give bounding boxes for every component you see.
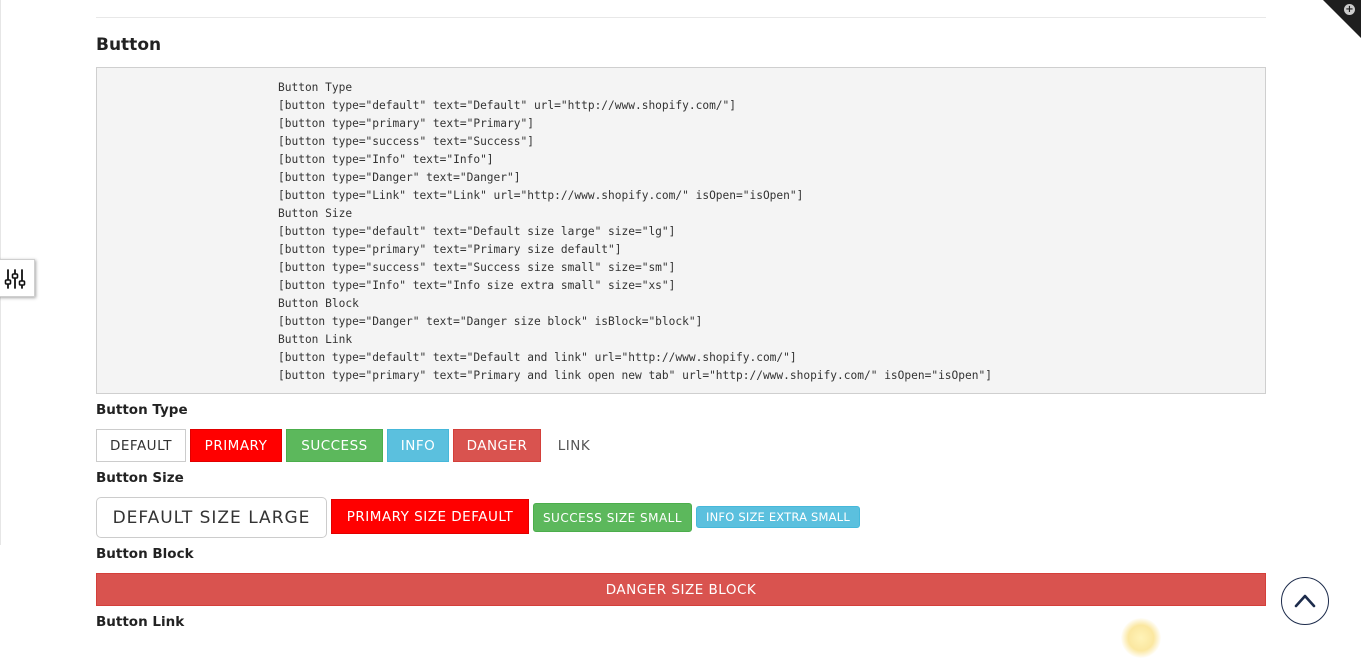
corner-badge[interactable] [1323, 0, 1361, 38]
button-link-heading: Button Link [96, 614, 185, 630]
code-line: Button Block [278, 297, 359, 310]
shortcode-code-block: Button Type [button type="default" text=… [96, 67, 1266, 394]
link-button[interactable]: Link [557, 437, 591, 454]
sliders-icon [4, 269, 26, 289]
danger-button[interactable]: Danger [453, 429, 541, 462]
success-button[interactable]: Success [286, 429, 383, 462]
default-button[interactable]: Default [96, 429, 186, 462]
code-line: [button type="primary" text="Primary and… [278, 369, 992, 382]
code-line: [button type="primary" text="Primary"] [278, 117, 534, 130]
light-bulb-glow [1121, 618, 1161, 658]
scroll-to-top-button[interactable] [1281, 577, 1329, 625]
code-line: [button type="Danger" text="Danger size … [278, 315, 703, 328]
code-line: [button type="default" text="Default" ur… [278, 99, 737, 112]
code-line: [button type="default" text="Default siz… [278, 225, 676, 238]
button-size-heading: Button Size [96, 470, 184, 486]
primary-button[interactable]: Primary [190, 429, 282, 462]
danger-size-block-button[interactable]: Danger size block [96, 573, 1266, 606]
settings-toggle-button[interactable] [0, 259, 35, 297]
code-line: [button type="Info" text="Info"] [278, 153, 494, 166]
section-divider [96, 17, 1266, 18]
info-size-extra-small-button[interactable]: Info size extra small [696, 506, 860, 528]
page-title: Button [96, 35, 162, 55]
default-size-large-button[interactable]: Default size large [96, 497, 327, 538]
code-line: [button type="Info" text="Info size extr… [278, 279, 676, 292]
code-line: [button type="Link" text="Link" url="htt… [278, 189, 804, 202]
code-line: [button type="success" text="Success siz… [278, 261, 676, 274]
code-line: [button type="primary" text="Primary siz… [278, 243, 622, 256]
plus-circle-icon[interactable]: + [1344, 4, 1355, 15]
code-line: [button type="Danger" text="Danger"] [278, 171, 521, 184]
code-line: Button Size [278, 207, 353, 220]
success-size-small-button[interactable]: Success size small [533, 503, 692, 532]
primary-size-default-button[interactable]: Primary size default [331, 499, 529, 534]
chevron-up-icon [1294, 594, 1316, 608]
code-line: [button type="default" text="Default and… [278, 351, 797, 364]
button-type-heading: Button Type [96, 402, 188, 418]
code-line: Button Type [278, 81, 353, 94]
info-button[interactable]: Info [387, 429, 449, 462]
button-block-heading: Button Block [96, 546, 194, 562]
code-line: Button Link [278, 333, 353, 346]
code-line: [button type="success" text="Success"] [278, 135, 534, 148]
